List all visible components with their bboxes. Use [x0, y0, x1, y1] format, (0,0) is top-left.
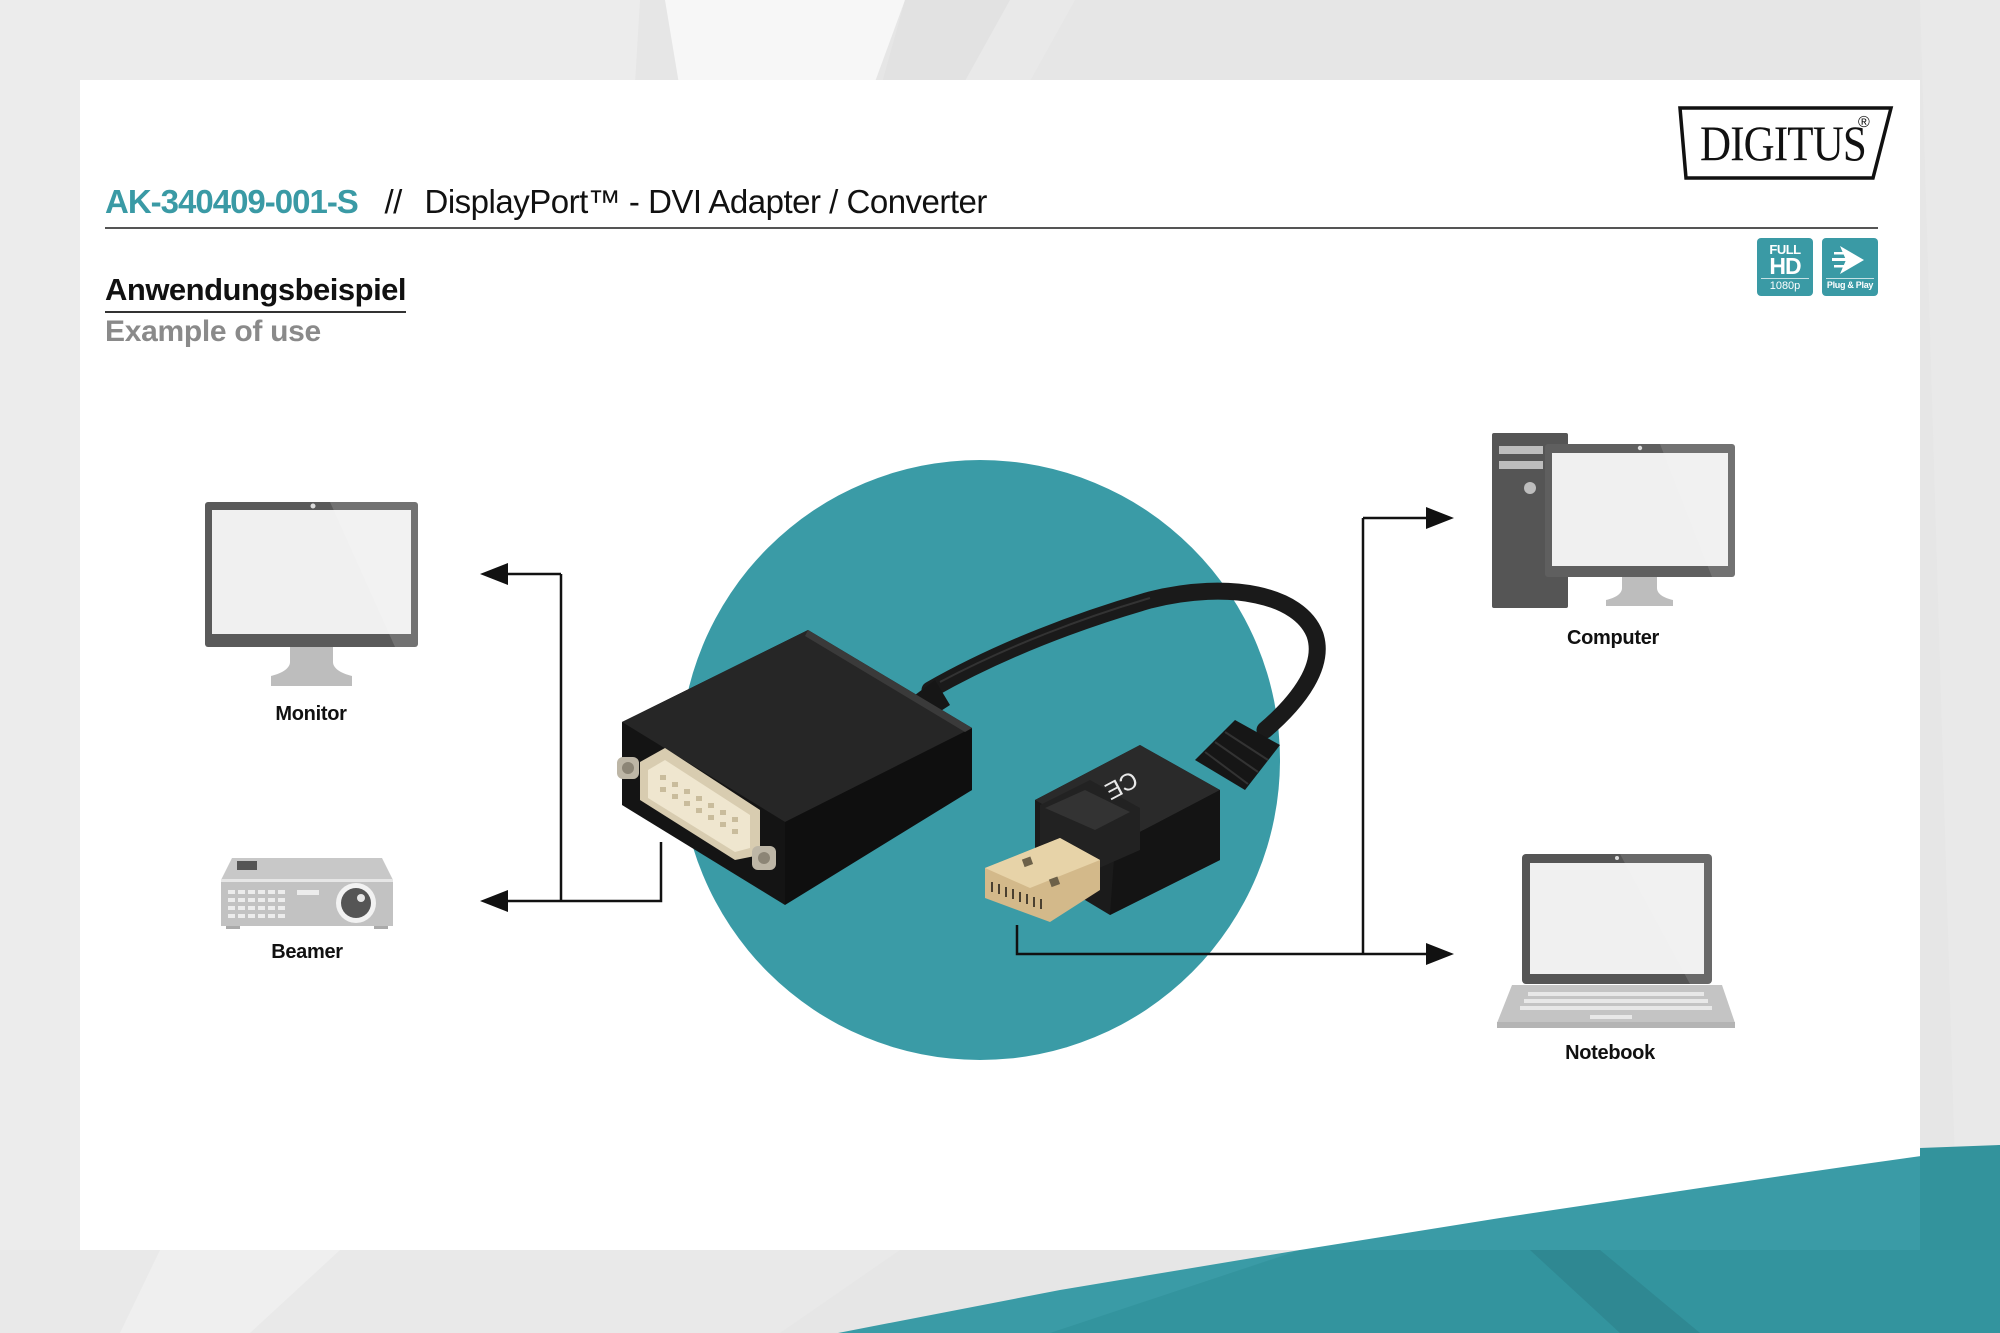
- full-hd-resolution: 1080p: [1769, 280, 1801, 292]
- badge-divider: [1761, 278, 1809, 279]
- plug-and-play-icon: [1826, 246, 1874, 279]
- beamer-label: Beamer: [271, 941, 343, 963]
- header-separator: //: [384, 183, 403, 220]
- page-header: AK-340409-001-S // DisplayPort™ - DVI Ad…: [105, 180, 987, 224]
- registered-mark: ®: [1858, 114, 1870, 131]
- section-title: Anwendungsbeispiel: [105, 272, 407, 313]
- product-name: DisplayPort™ - DVI Adapter / Converter: [424, 183, 988, 220]
- plug-and-play-badge: Plug & Play: [1822, 238, 1878, 296]
- full-hd-icon-line1: FULL: [1769, 242, 1801, 257]
- computer-label: Computer: [1566, 627, 1660, 649]
- plug-and-play-label: Plug & Play: [1826, 280, 1874, 290]
- monitor-label: Monitor: [275, 703, 347, 725]
- notebook-label: Notebook: [1565, 1042, 1655, 1064]
- content-card: [80, 80, 1920, 1250]
- product-sku: AK-340409-001-S: [105, 183, 359, 220]
- header-divider: [105, 227, 1878, 229]
- full-hd-icon-line2: HD: [1769, 253, 1801, 279]
- full-hd-badge: FULL HD 1080p: [1757, 238, 1813, 296]
- logo-text: DIGITUS: [1700, 115, 1867, 171]
- section-subtitle: Example of use: [105, 315, 321, 348]
- digitus-logo: [1678, 106, 1894, 180]
